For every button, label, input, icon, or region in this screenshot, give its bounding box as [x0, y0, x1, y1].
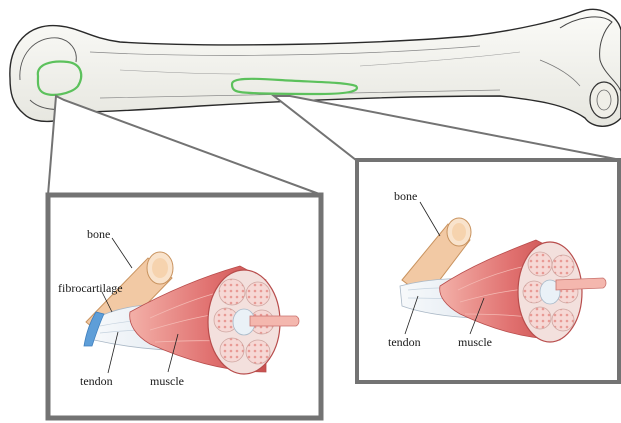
- callout-connector-left: [48, 96, 322, 195]
- muscle-fibre: [556, 278, 606, 290]
- label-tendon: tendon: [388, 336, 421, 348]
- label-muscle: muscle: [150, 375, 184, 387]
- label-bone: bone: [87, 228, 110, 240]
- muscle-cross-section: [518, 242, 582, 342]
- label-fibrocartilage: fibrocartilage: [58, 282, 123, 294]
- muscle-fibre: [250, 316, 299, 326]
- label-bone: bone: [394, 190, 417, 202]
- label-muscle: muscle: [458, 336, 492, 348]
- label-tendon: tendon: [80, 375, 113, 387]
